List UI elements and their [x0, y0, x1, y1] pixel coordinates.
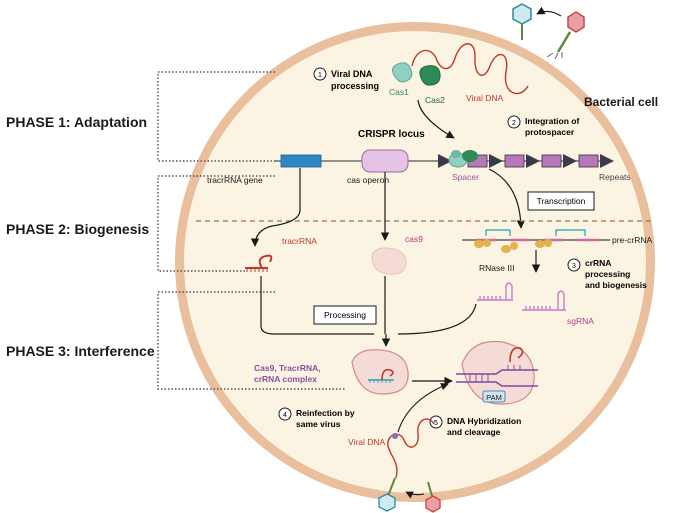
transcription-label: Transcription — [537, 196, 586, 206]
cas9-complex — [351, 349, 409, 395]
step-5-line1: DNA Hybridization — [447, 416, 521, 426]
complex-label-line1: Cas9, TracrRNA, — [254, 363, 321, 373]
rnase-label: RNase III — [479, 263, 514, 273]
crispr-locus-label: CRISPR locus — [358, 129, 425, 140]
step-5-badge — [429, 415, 443, 429]
pam-box — [482, 390, 506, 403]
tracrrna-molecule — [245, 254, 273, 272]
step-4-line1: Reinfection by — [296, 408, 355, 418]
step-1-line2: processing — [331, 81, 379, 91]
step-2-badge — [507, 115, 521, 129]
viral-dna-strand-bottom — [387, 418, 435, 479]
processing-box — [313, 305, 377, 325]
cas9-complex-rna — [368, 368, 394, 383]
step-4-number: 4 — [283, 412, 287, 419]
step-5-number: 5 — [434, 420, 438, 427]
step-3-badge — [567, 258, 581, 272]
step-3-line3: and biogenesis — [585, 280, 647, 290]
tracrrna-gene — [280, 154, 322, 168]
pre-crrna-label: pre-crRNA — [612, 235, 652, 245]
viral-dna-strand-top — [411, 43, 529, 95]
rnase-iii-enzymes — [474, 239, 552, 253]
step-2-number: 2 — [512, 120, 516, 127]
phase-1-label: PHASE 1: Adaptation — [6, 114, 147, 130]
phage-bottom-icon — [378, 477, 441, 513]
step-1-number: 1 — [318, 72, 322, 79]
step-4-badge — [278, 407, 292, 421]
transcription-box — [527, 191, 595, 211]
cas1-cas2-proteins — [392, 62, 441, 86]
processing-label: Processing — [324, 310, 366, 320]
phase-2-label: PHASE 2: Biogenesis — [6, 221, 149, 237]
tracrrna-arrow — [250, 168, 301, 247]
pam-label: PAM — [486, 393, 502, 402]
step-2-line1: Integration of — [525, 116, 579, 126]
crispr-array — [438, 154, 614, 168]
phase-3-label: PHASE 3: Interference — [6, 343, 155, 359]
cas-operon-label: cas operon — [347, 175, 389, 185]
viral-dna-bottom-label: Viral DNA — [348, 437, 385, 447]
viral-dna-top-label: Viral DNA — [466, 93, 503, 103]
step-2-line2: protospacer — [525, 127, 575, 137]
transcription-arrow — [488, 168, 526, 229]
cas1-label: Cas1 — [389, 87, 409, 97]
cas-operon — [361, 149, 409, 173]
cas2-label: Cas2 — [425, 95, 445, 105]
repeats-label: Repeats — [599, 172, 631, 182]
processing-merge-lines — [260, 276, 477, 335]
step-3-line2: processing — [585, 269, 630, 279]
tracrrna-gene-label: tracrRNA gene — [207, 175, 263, 185]
arrow-to-array — [417, 99, 455, 139]
phage-top-icon — [512, 3, 585, 60]
step-1-line1: Viral DNA — [331, 69, 373, 79]
reinfection-arrow — [397, 383, 449, 433]
phase-brackets — [157, 71, 345, 390]
sgrna-molecules — [477, 282, 566, 311]
viral-dna-end-marker — [392, 433, 398, 439]
spacer-label: Spacer — [452, 172, 479, 182]
tracrrna-label: tracrRNA — [282, 236, 317, 246]
complex-label-line2: crRNA complex — [254, 374, 317, 384]
step-3-number: 3 — [572, 263, 576, 270]
step-5-line2: and cleavage — [447, 427, 501, 437]
bacterial-cell-label: Bacterial cell — [584, 95, 658, 109]
sgrna-label: sgRNA — [567, 316, 594, 326]
cas9-label: cas9 — [405, 234, 423, 244]
step-4-line2: same virus — [296, 419, 341, 429]
target-dna — [456, 346, 538, 387]
step-1-badge — [313, 67, 327, 81]
cas-integration-complex — [448, 150, 478, 168]
step-3-line1: crRNA — [585, 258, 611, 268]
cas9-protein — [371, 247, 407, 275]
